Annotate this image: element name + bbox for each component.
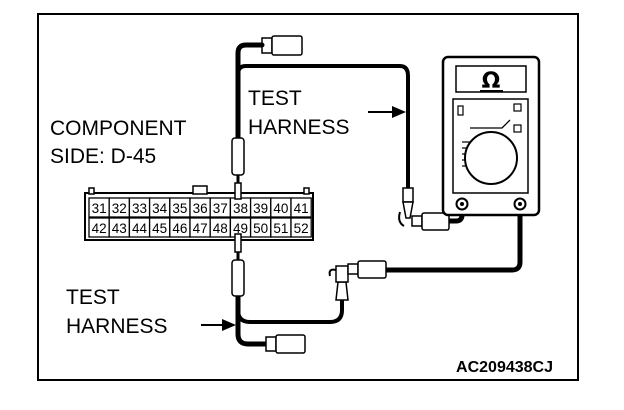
bottom-meter-lead-wire — [386, 205, 523, 273]
pin-number: 52 — [294, 221, 309, 236]
bottom-clip-sleeve — [335, 265, 349, 283]
pin-number: 33 — [132, 201, 147, 216]
top-meter-plug-body — [421, 212, 450, 231]
top-lead-wire-long — [236, 64, 410, 188]
arrow-bottom-harness — [201, 319, 236, 331]
bottom-lead-wire-long — [236, 300, 344, 324]
pin-number: 49 — [233, 221, 248, 236]
pin-number: 31 — [92, 201, 107, 216]
bottom-meter-plug-tip — [347, 263, 359, 275]
bottom-probe-tip — [234, 233, 242, 253]
pin-number: 39 — [253, 201, 268, 216]
test-harness-bottom-label-line2: HARNESS — [66, 315, 168, 338]
pin-number: 34 — [152, 201, 168, 216]
pin-number: 45 — [152, 221, 167, 236]
pin-number: 42 — [92, 221, 107, 236]
pin-number: 51 — [273, 221, 288, 236]
ohmmeter: Ω — [441, 55, 541, 217]
connector-d45: 31 32 33 34 35 36 37 38 39 40 41 42 43 44 45 46 47 48 49 5… — [84, 185, 314, 241]
bottom-clip-hook — [328, 268, 337, 277]
pin-number: 50 — [253, 221, 268, 236]
pin-number: 36 — [193, 201, 208, 216]
test-harness-top-label-line2: HARNESS — [248, 116, 350, 139]
pin-cell — [290, 197, 312, 218]
connector-latch-left — [88, 187, 95, 195]
connector-key-center — [192, 185, 208, 195]
bottom-clip-jaw — [335, 281, 349, 301]
top-probe-body — [231, 137, 245, 176]
pin-number: 35 — [172, 201, 187, 216]
bottom-lead-plug-sleeve — [265, 336, 277, 352]
bottom-lead-wire-lower — [235, 296, 266, 347]
pin-number: 46 — [172, 221, 187, 236]
top-clip-hook — [398, 211, 405, 227]
top-lead-plug-body — [271, 35, 303, 56]
top-probe-tip — [234, 182, 242, 200]
component-label-line2: SIDE: D-45 — [50, 145, 156, 168]
arrow-top-harness — [368, 106, 406, 118]
bottom-probe-body — [231, 259, 245, 297]
connector-latch-right — [303, 187, 310, 195]
pin-number: 43 — [112, 221, 127, 236]
bottom-lead-plug-body — [275, 334, 306, 354]
meter-range-arc — [470, 119, 511, 129]
top-meter-plug-tip — [411, 215, 423, 227]
pin-number: 38 — [233, 201, 248, 216]
top-lead-wire-upper — [235, 42, 265, 141]
top-clip-sleeve — [402, 187, 414, 203]
pin-number: 44 — [132, 221, 148, 236]
top-clip-jaw — [402, 201, 414, 219]
test-harness-bottom-label-line1: TEST — [66, 286, 120, 309]
pin-number: 40 — [273, 201, 288, 216]
pin-number: 32 — [112, 201, 127, 216]
test-harness-top — [231, 35, 465, 231]
meter-indicator-small-1 — [457, 105, 464, 116]
meter-terminal-right-dot — [518, 202, 522, 206]
pin-number: 41 — [294, 201, 309, 216]
figure-code: AC209438CJ — [456, 359, 553, 376]
meter-selector-dial[interactable] — [464, 131, 518, 185]
component-label-line1: COMPONENT — [50, 117, 187, 140]
test-harness-top-label-line1: TEST — [248, 87, 302, 110]
pin-number: 47 — [193, 221, 208, 236]
bottom-meter-plug-body — [357, 260, 387, 279]
meter-terminal-left-dot — [460, 202, 464, 206]
pin-cell — [290, 217, 312, 238]
pin-number: 37 — [213, 201, 228, 216]
connector-pins-top-row: 31 32 33 34 35 36 37 38 39 40 41 — [88, 197, 312, 218]
meter-indicator-small-2 — [513, 103, 522, 112]
meter-indicator-small-3 — [513, 124, 522, 133]
pin-number: 48 — [213, 221, 228, 236]
test-harness-bottom — [231, 205, 523, 354]
ohm-symbol: Ω — [482, 69, 501, 94]
connector-pins-bottom-row: 42 43 44 45 46 47 48 49 50 51 52 — [88, 217, 312, 238]
